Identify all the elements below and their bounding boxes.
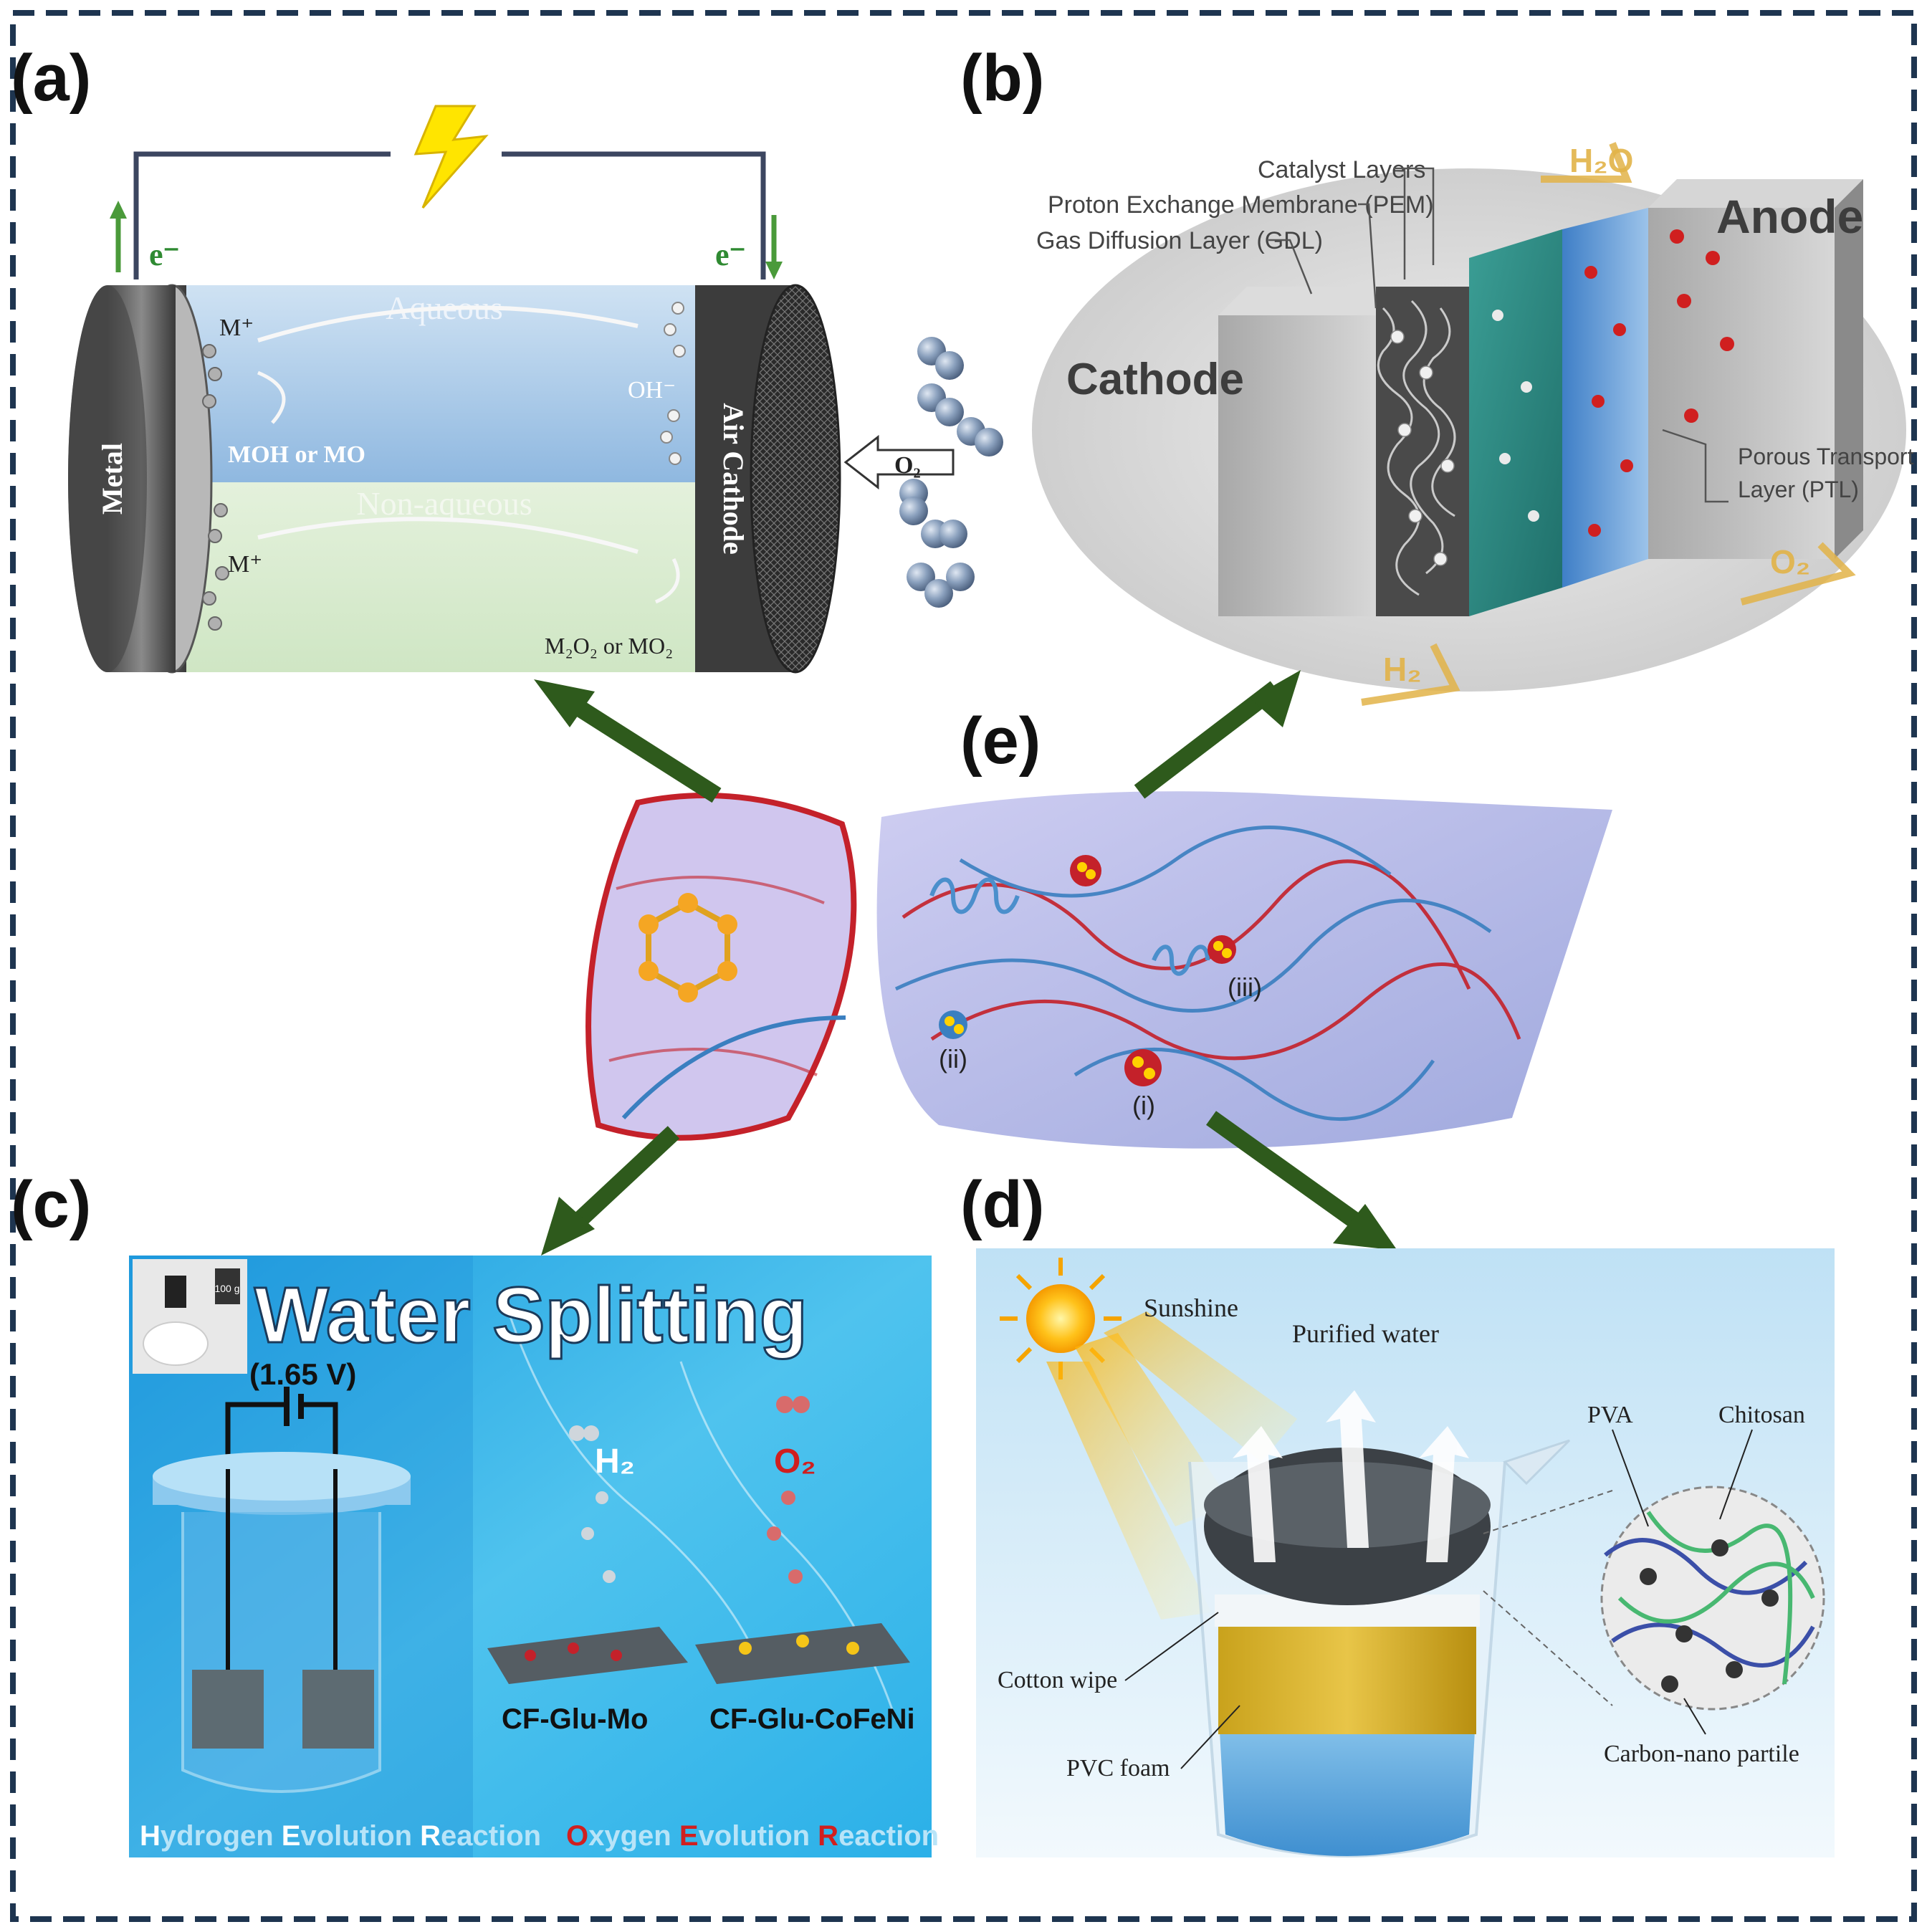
anode-block xyxy=(1648,208,1835,559)
moh-label: MOH or MO xyxy=(228,441,365,468)
air-cathode-label: Air Cathode xyxy=(717,403,750,554)
panel-d-label: (d) xyxy=(960,1168,1044,1241)
label-ii: (ii) xyxy=(939,1044,967,1073)
helix-coil xyxy=(929,877,1020,914)
her-caption: Hydrogen Evolution Reaction xyxy=(140,1820,541,1852)
electron-right-label: e⁻ xyxy=(715,237,746,272)
hydrogel-network xyxy=(876,791,1612,1149)
aqueous-flow-arrow xyxy=(257,305,639,343)
panel-e-label: (e) xyxy=(960,704,1041,778)
arrow-to-d xyxy=(1206,1111,1367,1233)
o2-arrow xyxy=(843,434,955,490)
electron-left-label: e⁻ xyxy=(149,237,180,272)
dashed-border xyxy=(10,10,1917,1922)
o2-flow-arrow xyxy=(1740,542,1856,606)
panel-a-label: (a) xyxy=(11,42,91,115)
water-splitting-title: Water Splitting xyxy=(254,1271,808,1359)
h2-label-c: H₂ xyxy=(595,1443,635,1481)
label-iii: (iii) xyxy=(1228,972,1262,1002)
purified-water-label: Purified water xyxy=(1292,1319,1439,1348)
cathode-block xyxy=(1218,315,1376,616)
crosslink-iii xyxy=(1208,935,1236,964)
h2o-flow-arrow xyxy=(1541,142,1632,183)
panel-a: (a) e⁻ e⁻ Aqueous Non-aqueous Metal xyxy=(11,42,1003,674)
arrow-to-b xyxy=(1134,681,1281,799)
crosslink-i xyxy=(1124,1049,1162,1086)
m2o2-label: M₂O₂ or MO₂ xyxy=(545,633,673,659)
proton-exchange-membrane xyxy=(1469,229,1562,616)
her-electrode xyxy=(192,1670,264,1749)
electrolysis-cell xyxy=(181,1512,381,1793)
o2-label-c: O₂ xyxy=(774,1443,816,1481)
sunshine-label: Sunshine xyxy=(1144,1293,1238,1322)
anode-label: Anode xyxy=(1716,190,1863,243)
panel-e: (e) (i) (ii) xyxy=(585,704,1612,1149)
hydroxide-ions xyxy=(660,302,686,465)
connector-arrows xyxy=(554,681,1367,1239)
air-cathode-mesh xyxy=(750,284,841,674)
non-aqueous-flow-arrow xyxy=(257,517,639,554)
carbon-nanoparticles xyxy=(1640,1539,1779,1693)
panel-b: (b) H₂O O xyxy=(960,42,1914,706)
pvc-foam-label: PVC foam xyxy=(1066,1755,1170,1782)
panel-c: (c) 100 g Water Splitting (1.65 V) H₂ O₂ xyxy=(11,1168,939,1857)
arrow-to-a xyxy=(554,687,722,803)
panel-d: (d) Sunshine Purified water xyxy=(960,1168,1835,1857)
porous-transport-layer xyxy=(1562,208,1648,588)
oh-minus-label: OH⁻ xyxy=(628,377,676,403)
h2-label-b: H₂ xyxy=(1383,651,1422,688)
panel-c-label: (c) xyxy=(11,1168,91,1241)
m-plus-bottom: M⁺ xyxy=(228,551,262,578)
arrow-to-c xyxy=(560,1126,680,1239)
oer-caption: Oxygen Evolution Reaction xyxy=(566,1820,939,1852)
m-plus-top: M⁺ xyxy=(219,315,254,341)
pem-label: Proton Exchange Membrane (PEM) xyxy=(1048,191,1434,219)
o2-label-a: O₂ xyxy=(894,452,921,479)
pvc-foam xyxy=(1218,1620,1476,1734)
h2o-label: H₂O xyxy=(1569,142,1633,179)
voltage-label: (1.65 V) xyxy=(249,1357,356,1391)
catalyst-layers-label: Catalyst Layers xyxy=(1258,156,1425,183)
oer-electrode xyxy=(302,1670,374,1749)
weight-label: 100 g xyxy=(214,1283,239,1294)
cf-glu-mo-sheet xyxy=(487,1627,688,1684)
cathode-label: Cathode xyxy=(1066,355,1244,404)
weight-icon xyxy=(215,1268,240,1304)
lightning-bolt-icon xyxy=(413,105,489,209)
gas-diffusion-layer xyxy=(1376,287,1469,616)
beaker-water xyxy=(1218,1706,1476,1856)
cf-glu-mo-label: CF-Glu-Mo xyxy=(502,1703,648,1735)
carbon-nano-label: Carbon-nano partile xyxy=(1604,1741,1799,1767)
non-aqueous-label: Non-aqueous xyxy=(356,485,532,522)
ptl-label-line1: Porous Transport xyxy=(1738,444,1914,469)
panel-b-label: (b) xyxy=(960,42,1044,115)
h2-flow-arrow xyxy=(1361,643,1460,706)
crosslink-ii xyxy=(939,1010,967,1039)
pva-label: PVA xyxy=(1587,1402,1633,1428)
metal-label: Metal xyxy=(96,443,128,515)
cf-glu-cofeni-label: CF-Glu-CoFeNi xyxy=(709,1703,915,1735)
aqueous-electrolyte xyxy=(172,285,745,482)
non-aqueous-electrolyte xyxy=(172,482,745,672)
crosslink-top xyxy=(1070,855,1101,886)
vapor-arrows xyxy=(1233,1390,1469,1562)
label-i: (i) xyxy=(1132,1091,1155,1120)
ptl-label-line2: Layer (PTL) xyxy=(1738,477,1859,502)
o2-molecules xyxy=(899,337,1003,608)
chitosan-label: Chitosan xyxy=(1718,1402,1805,1428)
cf-glu-cofeni-sheet xyxy=(695,1623,910,1684)
o2-label-b: O₂ xyxy=(1770,543,1810,580)
cotton-wipe-label: Cotton wipe xyxy=(998,1667,1117,1693)
metal-ions xyxy=(202,344,229,631)
circuit-wire xyxy=(133,151,766,279)
